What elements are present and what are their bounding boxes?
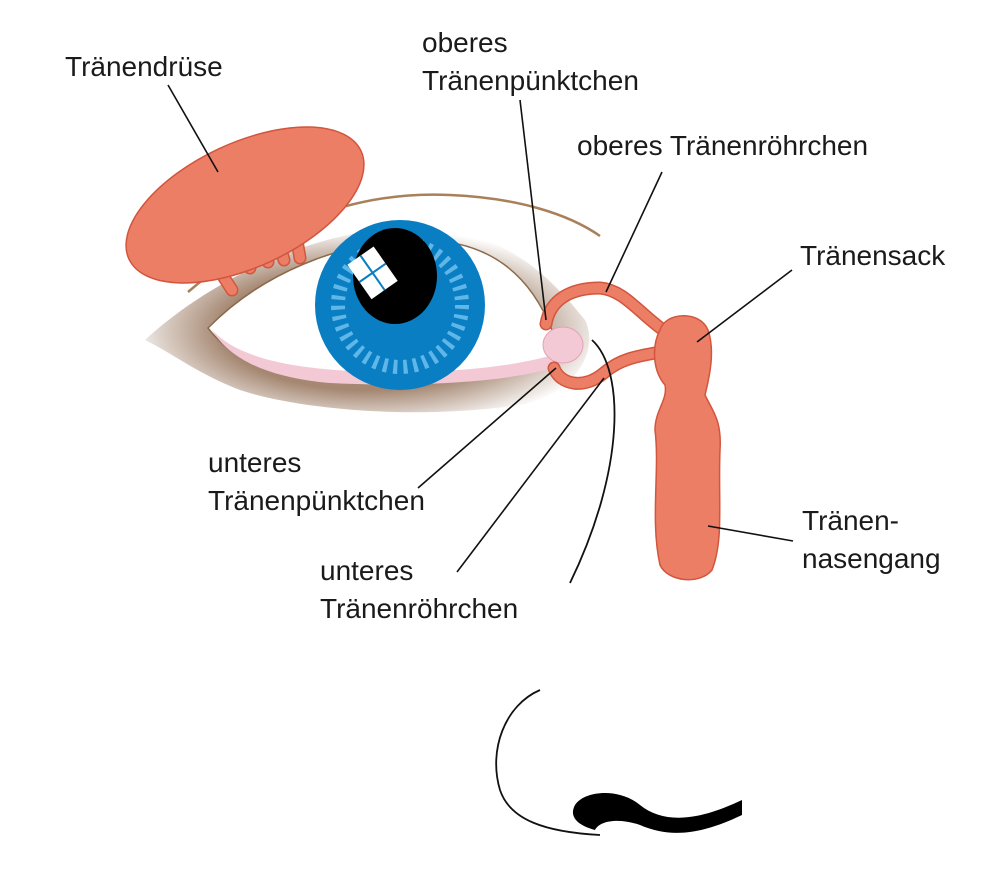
lacrimal-caruncle bbox=[542, 326, 584, 364]
lacrimal-sac-and-nasolacrimal-duct bbox=[653, 315, 721, 581]
nose-outline bbox=[495, 689, 742, 836]
lacrimal-gland bbox=[125, 126, 365, 297]
label-lower-punctum-line1: unteres bbox=[208, 447, 301, 478]
label-lower-canaliculus-line2: Tränenröhrchen bbox=[320, 593, 518, 624]
label-upper-canaliculus: oberes Tränenröhrchen bbox=[577, 130, 868, 161]
leader-lines bbox=[167, 84, 794, 573]
label-nasolacrimal-duct-line2: nasengang bbox=[802, 543, 941, 574]
nose-side-line bbox=[569, 339, 616, 584]
label-upper-punctum-line2: Tränenpünktchen bbox=[422, 65, 639, 96]
label-nasolacrimal-duct-line1: Tränen- bbox=[802, 505, 899, 536]
lower-conjunctiva bbox=[212, 330, 558, 385]
label-upper-punctum-line1: oberes bbox=[422, 27, 508, 58]
label-lower-canaliculus-line1: unteres bbox=[320, 555, 413, 586]
label-lower-punctum-line2: Tränenpünktchen bbox=[208, 485, 425, 516]
eye-reflection bbox=[347, 246, 398, 300]
label-lacrimal-sac: Tränensack bbox=[800, 240, 946, 271]
label-lacrimal-gland: Tränendrüse bbox=[65, 51, 223, 82]
lacrimal-canaliculi bbox=[539, 281, 677, 390]
